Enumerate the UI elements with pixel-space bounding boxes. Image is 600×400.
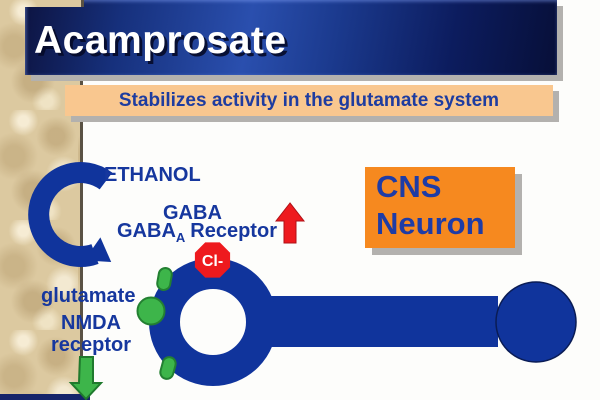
- subtitle-bar: Stabilizes activity in the glutamate sys…: [65, 85, 553, 116]
- ethanol-label: ETHANOL: [104, 164, 201, 186]
- receptor-pill-bottom: [159, 356, 177, 380]
- ethanol-curved-arrow-icon: [28, 162, 113, 267]
- chloride-label: Cl-: [202, 253, 223, 270]
- neuron-axon: [250, 296, 498, 347]
- receptor-pill-top: [156, 267, 173, 291]
- glutamate-label: glutamate: [41, 285, 136, 307]
- nmda-decrease-arrow-icon: [68, 356, 104, 400]
- gaba-increase-arrow-icon: [274, 202, 306, 244]
- neuron-soma-ring: [149, 258, 277, 386]
- glutamate-vesicle: [136, 296, 166, 326]
- parchment-notch: [0, 0, 84, 7]
- nmda-receptor-label: NMDA receptor: [50, 312, 132, 356]
- neuron-terminal: [495, 281, 577, 363]
- cns-neuron-label-line2: Neuron: [376, 206, 485, 241]
- bottom-navy-bar: [0, 394, 90, 400]
- cns-neuron-box: CNS Neuron: [365, 167, 515, 248]
- cns-neuron-label-line1: CNS: [376, 169, 442, 204]
- title-banner: Acamprosate: [25, 0, 557, 75]
- subtitle-text: Stabilizes activity in the glutamate sys…: [118, 89, 500, 111]
- gabaa-subscript: A: [175, 230, 186, 245]
- page-title: Acamprosate: [34, 19, 287, 62]
- chloride-stop-octagon-icon: Cl-: [194, 242, 231, 278]
- gaba-label: GABA: [163, 202, 222, 224]
